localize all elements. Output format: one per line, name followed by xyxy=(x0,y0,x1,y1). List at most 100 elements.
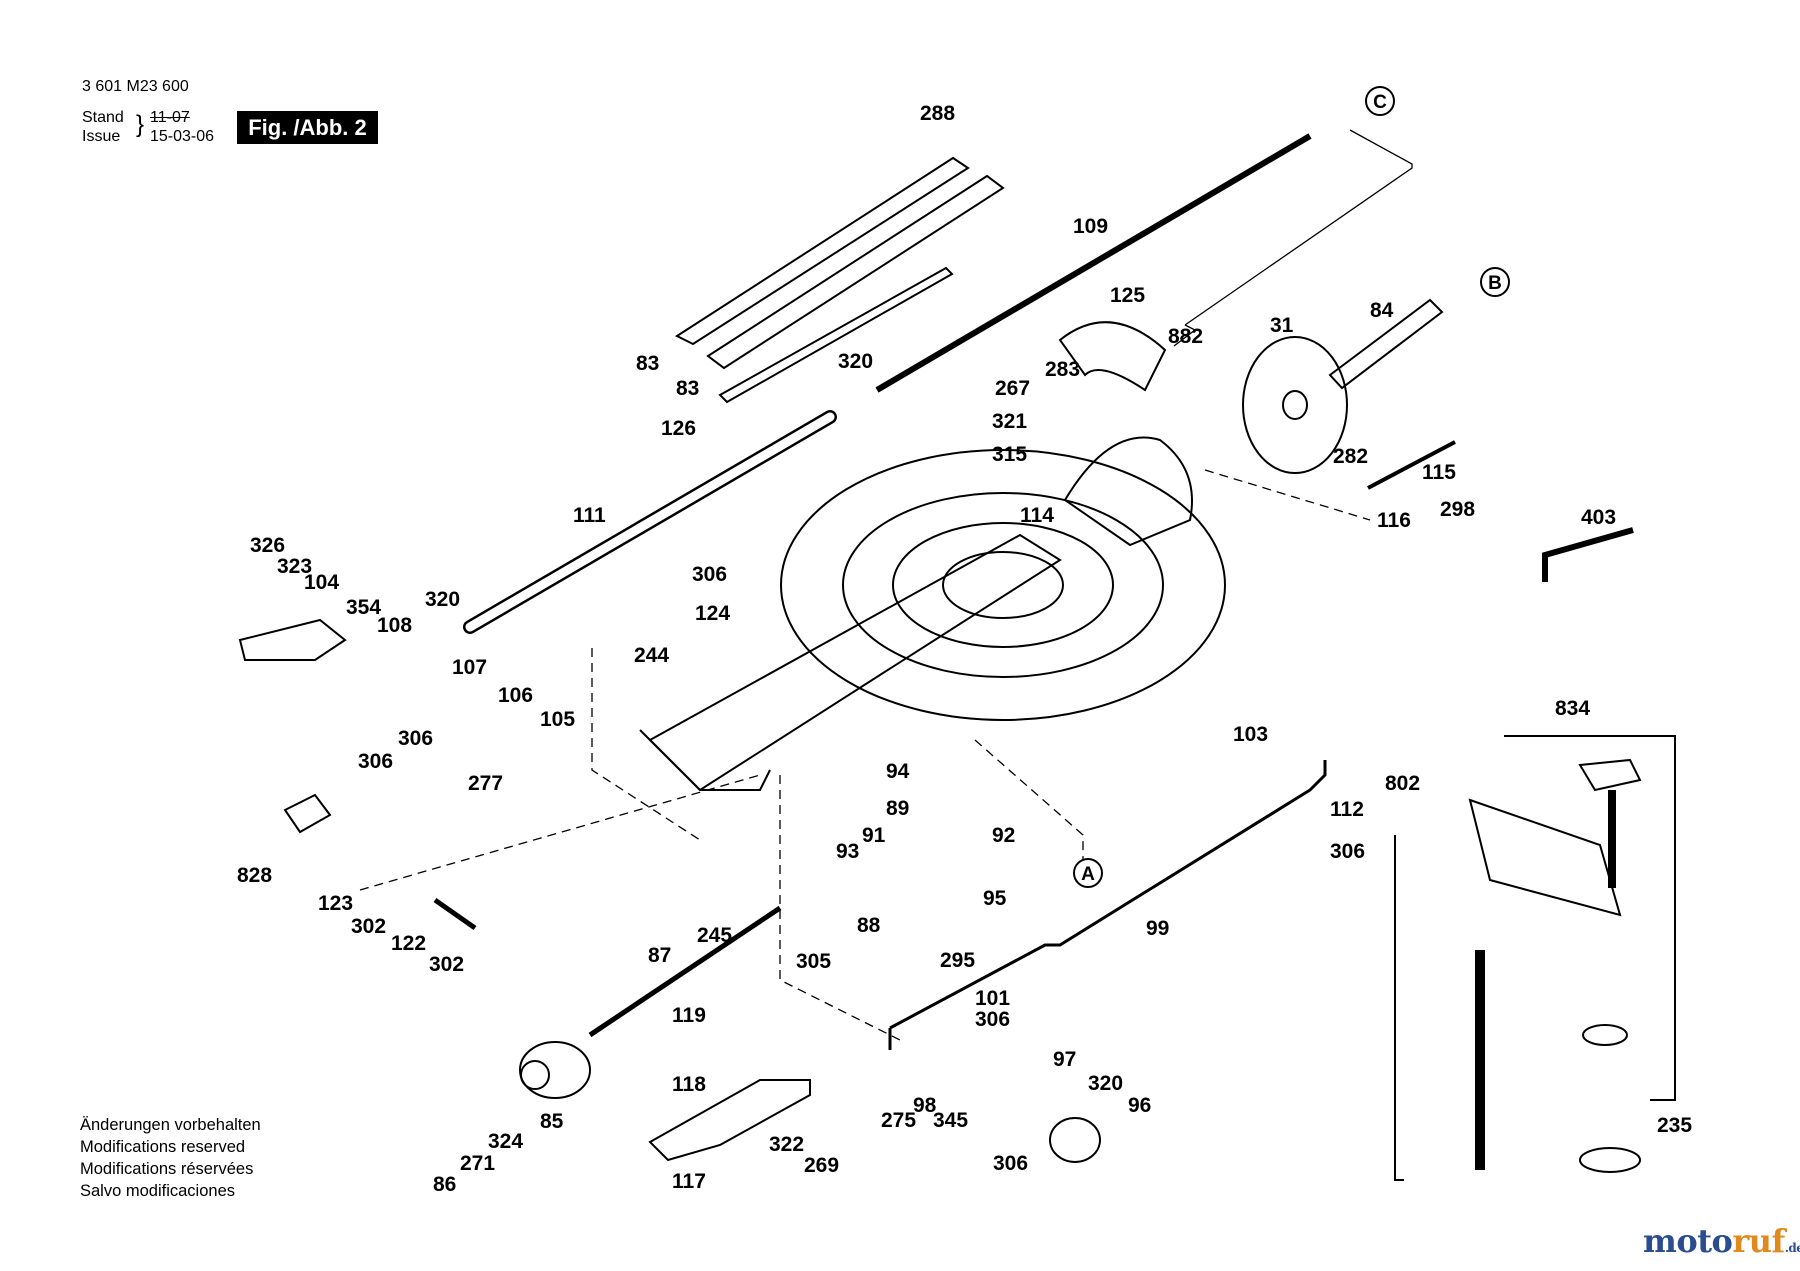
rail-83-top xyxy=(674,156,970,346)
bar-99 xyxy=(889,760,1327,1030)
part-label: 306 xyxy=(358,750,393,773)
part-label: 244 xyxy=(634,644,669,667)
note-es: Salvo modificaciones xyxy=(80,1182,235,1200)
watermark-logo: motoruf.de xyxy=(1643,1222,1800,1260)
part-label: 302 xyxy=(351,915,386,938)
ref-marker-c xyxy=(1365,86,1395,116)
part-label: 86 xyxy=(433,1173,456,1196)
part-label: 345 xyxy=(933,1109,968,1132)
part-label: 92 xyxy=(992,824,1015,847)
part-label: 99 xyxy=(1146,917,1169,940)
part-label: 882 xyxy=(1168,325,1203,348)
part-label: 123 xyxy=(318,892,353,915)
part-label: 326 xyxy=(250,534,285,557)
part-label: 323 xyxy=(277,555,312,578)
part-label: 295 xyxy=(940,949,975,972)
issue-value: 15-03-06 xyxy=(150,128,215,145)
part-label: 101 xyxy=(975,987,1010,1010)
rod-122 xyxy=(433,897,477,931)
part-label: 267 xyxy=(995,377,1030,400)
part-label: 275 xyxy=(881,1109,916,1132)
stand-value: 11-07 xyxy=(150,109,190,126)
note-de: Änderungen vorbehalten xyxy=(80,1116,261,1134)
part-label: 324 xyxy=(488,1130,523,1153)
part-label: 354 xyxy=(346,596,381,619)
stand-label: Stand xyxy=(82,109,124,126)
part-label: 108 xyxy=(377,614,412,637)
part-label: 277 xyxy=(468,772,503,795)
part-label: 103 xyxy=(1233,723,1268,746)
clamp-foot xyxy=(1579,1147,1641,1173)
part-label: 85 xyxy=(540,1110,564,1133)
part-label: 112 xyxy=(1330,798,1364,821)
part-label: 802 xyxy=(1385,772,1420,795)
part-label: 105 xyxy=(540,708,575,731)
turntable xyxy=(780,449,1226,721)
ref-marker-b xyxy=(1480,267,1510,297)
part-label: 83 xyxy=(676,377,699,400)
watermark-suffix: .de xyxy=(1784,1241,1800,1255)
part-label: 118 xyxy=(672,1073,706,1096)
part-label: 84 xyxy=(1370,299,1394,322)
rod-109 xyxy=(875,133,1312,393)
lever-104 xyxy=(238,618,347,661)
brace: } xyxy=(136,111,145,138)
part-label: 98 xyxy=(913,1094,937,1117)
strip-126 xyxy=(718,266,954,404)
part-label: 288 xyxy=(920,102,955,125)
blade-guard xyxy=(1063,436,1193,547)
part-label: 306 xyxy=(975,1008,1010,1031)
watermark-part1: moto xyxy=(1643,1222,1733,1260)
part-label: 320 xyxy=(1088,1072,1123,1095)
ref-marker-a xyxy=(1073,858,1103,888)
disc-31 xyxy=(1242,336,1348,474)
part-label: 302 xyxy=(429,953,464,976)
part-label: 96 xyxy=(1128,1094,1151,1117)
shaft-84 xyxy=(1328,298,1444,390)
hex-key-403 xyxy=(1542,527,1634,582)
part-label: 320 xyxy=(838,350,873,373)
part-label: 269 xyxy=(804,1154,839,1177)
part-label: 95 xyxy=(983,887,1007,910)
part-label: 106 xyxy=(498,684,533,707)
part-label: 320 xyxy=(425,588,460,611)
note-en: Modifications reserved xyxy=(80,1138,246,1156)
watermark-part2: ruf xyxy=(1732,1222,1785,1260)
pedal-828 xyxy=(283,793,332,834)
part-label: 93 xyxy=(836,840,859,863)
part-label: 282 xyxy=(1333,445,1368,468)
note-fr: Modifications réservées xyxy=(80,1160,254,1178)
part-label: 115 xyxy=(1422,461,1456,484)
part-label: 306 xyxy=(1330,840,1365,863)
part-label: 306 xyxy=(692,563,727,586)
shaft-115 xyxy=(1367,440,1456,490)
part-label: 104 xyxy=(304,571,339,594)
part-label: 315 xyxy=(992,443,1027,466)
part-label: 124 xyxy=(695,602,730,625)
knob-96 xyxy=(1049,1117,1101,1163)
part-label: 88 xyxy=(857,914,881,937)
part-label: 125 xyxy=(1110,284,1145,307)
figure-label: Fig. /Abb. 2 xyxy=(237,111,378,144)
part-label: 111 xyxy=(573,504,606,527)
issue-label: Issue xyxy=(82,128,121,145)
ref-marker-a-label: A xyxy=(1081,864,1095,885)
part-label: 306 xyxy=(398,727,433,750)
part-label: 114 xyxy=(1020,504,1054,527)
modification-notes: Änderungen vorbehalten Modifications res… xyxy=(80,1114,261,1202)
part-label: 322 xyxy=(769,1133,804,1156)
part-label: 119 xyxy=(672,1004,706,1027)
part-label: 235 xyxy=(1657,1114,1692,1137)
part-label: 83 xyxy=(636,352,659,375)
part-label: 107 xyxy=(452,656,487,679)
doc-number: 3 601 M23 600 xyxy=(82,78,189,95)
part-label: 305 xyxy=(796,950,831,973)
lock-117 xyxy=(648,1079,811,1162)
part-label: 122 xyxy=(391,932,426,955)
part-label: 94 xyxy=(886,760,910,783)
part-label: 31 xyxy=(1270,314,1294,337)
bracket-834 xyxy=(1504,735,1676,1101)
clamp-arm xyxy=(1468,798,1622,917)
rod-87 xyxy=(588,905,782,1038)
